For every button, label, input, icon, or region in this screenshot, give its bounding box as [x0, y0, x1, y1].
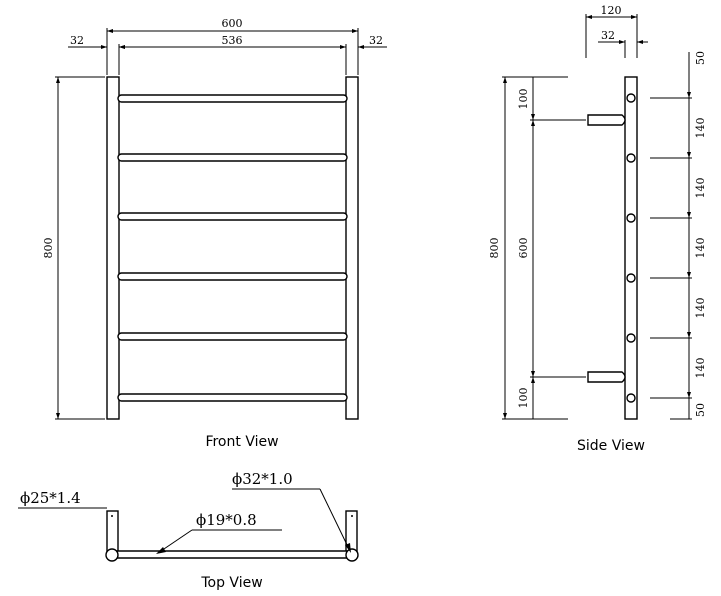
side-left-dimensions: 800 100 600 100	[488, 76, 586, 420]
dim-side-post: 32	[601, 29, 615, 42]
dim-bracket-span: 600	[517, 238, 530, 259]
dim-overall-width: 600	[222, 17, 243, 30]
top-view-caption: Top View	[200, 575, 262, 591]
dim-right-4: 140	[694, 298, 707, 319]
top-left-bracket	[106, 510, 119, 555]
dim-front-height: 800	[42, 238, 55, 259]
front-view: 600 536 32 32 800 Front View	[42, 17, 387, 450]
bar	[117, 393, 348, 402]
dim-side-depth: 120	[601, 4, 622, 17]
wall-bracket-bottom	[587, 371, 626, 383]
side-post	[624, 76, 638, 420]
dim-right-6: 50	[694, 403, 707, 417]
bar	[117, 212, 348, 221]
callout-post-text: ϕ25*1.4	[20, 489, 81, 507]
left-post	[106, 76, 120, 420]
bar	[117, 153, 348, 162]
dim-right-5: 140	[694, 358, 707, 379]
callout-tube: ϕ32*1.0	[232, 470, 351, 553]
side-view-caption: Side View	[577, 438, 645, 454]
front-view-caption: Front View	[205, 434, 278, 450]
callout-bar: ϕ19*0.8	[156, 511, 282, 554]
bar-end	[626, 153, 636, 163]
dim-bottom-offset: 100	[517, 388, 530, 409]
dim-right-0: 50	[694, 51, 707, 65]
dim-left-post: 32	[70, 34, 84, 47]
bar-end	[626, 213, 636, 223]
dim-right-2: 140	[694, 178, 707, 199]
right-post	[345, 76, 359, 420]
callout-bar-text: ϕ19*0.8	[196, 511, 257, 529]
side-top-dimensions: 120 32	[585, 4, 648, 58]
top-right-end	[345, 548, 359, 562]
top-left-end	[105, 548, 119, 562]
front-width-dimensions: 600 536 32 32	[68, 17, 387, 75]
dim-inner-width: 536	[222, 34, 243, 47]
dim-side-height: 800	[488, 238, 501, 259]
dim-right-1: 140	[694, 118, 707, 139]
bar-ends	[626, 93, 636, 403]
callout-tube-text: ϕ32*1.0	[232, 470, 293, 488]
bar-end	[626, 393, 636, 403]
callout-post: ϕ25*1.4	[18, 489, 107, 509]
bar	[117, 94, 348, 103]
wall-bracket-top	[587, 114, 626, 126]
bar	[117, 272, 348, 281]
top-bar	[111, 550, 353, 559]
front-height-dimension: 800	[42, 76, 105, 420]
bar	[117, 332, 348, 341]
bar-end	[626, 273, 636, 283]
top-view: ϕ25*1.4 ϕ19*0.8 ϕ32*1.0 Top View	[18, 470, 359, 591]
dim-right-3: 140	[694, 238, 707, 259]
dim-right-post: 32	[369, 34, 383, 47]
dim-top-offset: 100	[517, 89, 530, 110]
bar-end	[626, 333, 636, 343]
side-right-dimensions: 50 140 140 140 140 140 50	[650, 51, 707, 420]
side-view: 120 32 800 100 600 100	[488, 4, 707, 454]
bar-end	[626, 93, 636, 103]
towel-bars	[117, 94, 348, 402]
